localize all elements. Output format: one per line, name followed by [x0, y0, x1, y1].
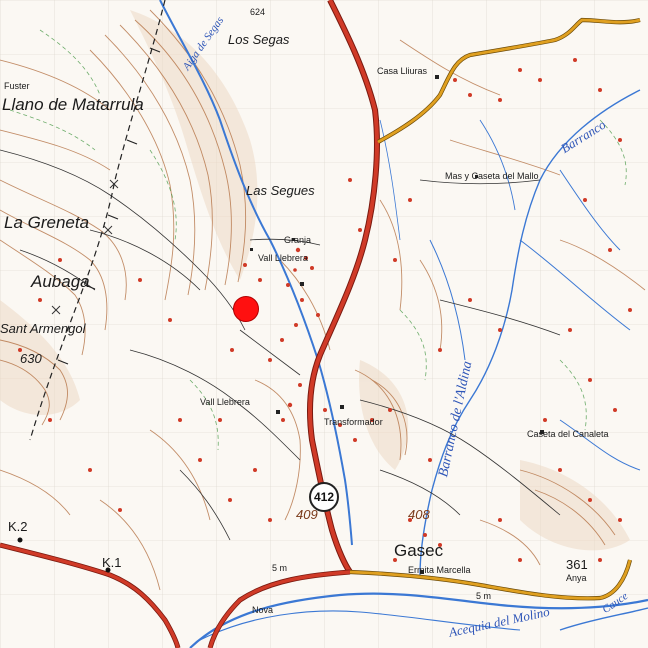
settlement-dots	[18, 58, 632, 562]
label-k2: K.2	[8, 519, 28, 534]
label-ermita-marcella: Ermita Marcella	[408, 565, 471, 575]
label-spot-630: 630	[20, 351, 42, 366]
buildings	[250, 75, 544, 574]
power-line-ticks	[57, 47, 161, 365]
road-number: 412	[313, 490, 335, 504]
label-granja: Granja	[284, 235, 312, 245]
road-number-shield: 412	[309, 482, 339, 512]
label-bench-5m-right: 5 m	[476, 591, 492, 601]
label-nova: Nova	[252, 605, 274, 615]
segas-river	[159, 0, 353, 546]
label-las-segues: Las Segues	[246, 183, 315, 198]
contour-lines	[0, 9, 646, 591]
label-fuster: Fuster	[4, 81, 30, 91]
label-mas-y-caseta-del-mallo: Mas y Caseta del Mallo	[445, 171, 539, 181]
label-casa-lliuras: Casa Lliuras	[377, 66, 428, 76]
main-road	[0, 0, 380, 648]
relief-shading	[0, 10, 630, 551]
label-k1: K.1	[102, 555, 122, 570]
label-vall-llebrera-mid: Vall Llebrera	[200, 397, 250, 407]
label-llano-de-matarrula: Llano de Matarrula	[2, 95, 144, 114]
secondary-road	[349, 17, 641, 601]
label-vall-llebrera-top: Vall Llebrera	[258, 253, 308, 263]
tracks	[0, 149, 561, 541]
label-los-segas: Los Segas	[228, 32, 290, 47]
grid-crosses	[51, 179, 119, 315]
label-transformador: Transformador	[324, 417, 383, 427]
vegetation-lines	[9, 29, 627, 451]
label-anya: Anya	[566, 573, 587, 583]
acequia-canal	[189, 592, 648, 648]
power-line	[29, 0, 166, 441]
label-sant-armengol: Sant Armengol	[0, 321, 86, 336]
label-la-greneta: La Greneta	[4, 213, 90, 232]
label-spot-361: 361	[566, 557, 588, 572]
label-gasec: Gasec	[394, 541, 444, 560]
label-spot-408: 408	[408, 507, 430, 522]
location-marker[interactable]	[233, 296, 259, 322]
label-aubaga: Aubaga	[31, 272, 90, 291]
label-bench-5m-left: 5 m	[272, 563, 288, 573]
label-caseta-del-canaleta: Caseta del Canaleta	[527, 429, 609, 439]
label-spot-409: 409	[296, 507, 318, 522]
km-markers	[17, 537, 111, 573]
label-spot-624: 624	[250, 7, 266, 17]
